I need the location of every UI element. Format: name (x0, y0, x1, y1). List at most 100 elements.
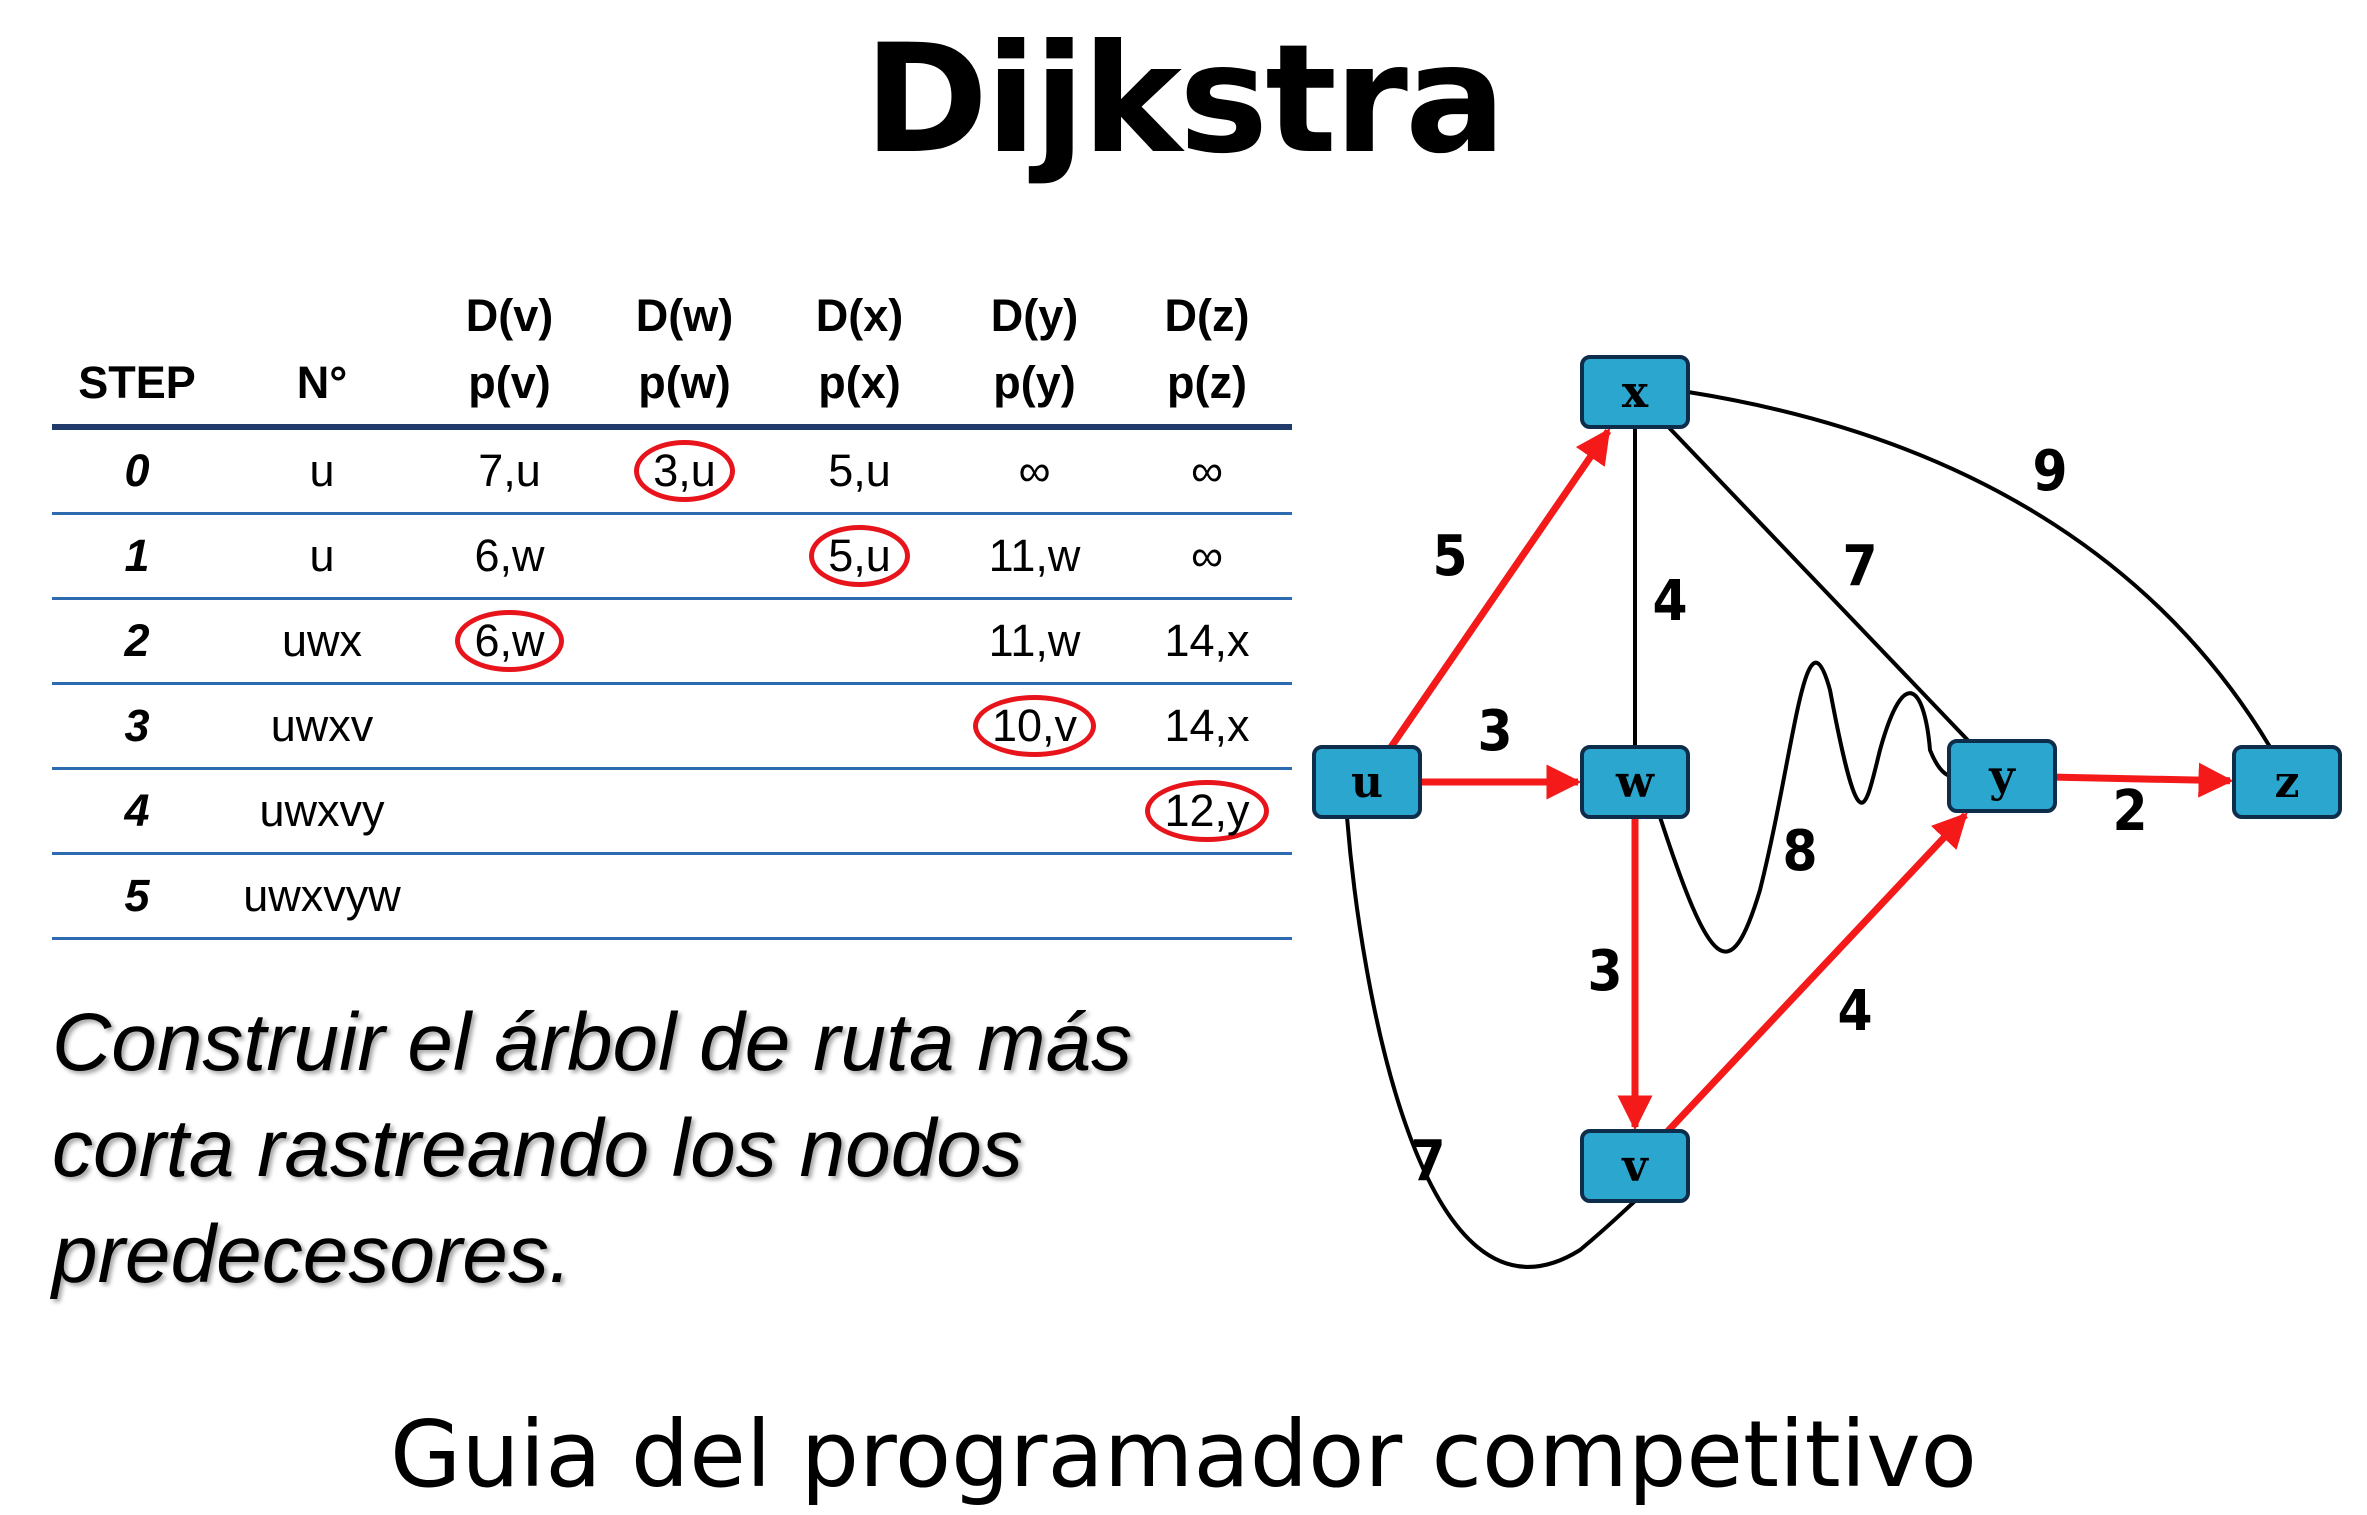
node-label: y (1988, 751, 2016, 802)
distance-cell: 6,w (422, 598, 597, 685)
distance-cell (597, 683, 772, 770)
node-box (1580, 745, 1690, 819)
distance-cell (597, 598, 772, 685)
step-cell: 5 (52, 853, 222, 940)
column-header: N° (222, 342, 422, 430)
node-box (1947, 739, 2057, 813)
node-label: u (1351, 757, 1383, 808)
edge-weight-u-x: 5 (1432, 524, 1467, 589)
node-box (1580, 1129, 1690, 1203)
column-header: p(y) (947, 342, 1122, 430)
distance-cell (772, 598, 947, 685)
node-z: z (2232, 745, 2342, 819)
distance-cell: 3,u (597, 427, 772, 515)
edge-weight-u-w: 3 (1477, 699, 1512, 764)
distance-cell (772, 768, 947, 855)
node-box (2232, 745, 2342, 819)
edge-x-z (1687, 390, 2272, 749)
visited-set-cell: u (222, 513, 422, 600)
distance-cell: 14,x (1122, 683, 1292, 770)
edge-weight-x-y: 7 (1842, 534, 1877, 599)
distance-cell (597, 853, 772, 940)
visited-set-cell: u (222, 427, 422, 515)
node-box (1312, 745, 1422, 819)
distance-cell: 14,x (1122, 598, 1292, 685)
column-header (52, 262, 222, 342)
column-header: p(z) (1122, 342, 1292, 430)
edge-weight-y-z: 2 (2112, 779, 2147, 844)
edge-x-y (1667, 425, 1970, 743)
column-header: D(v) (465, 290, 554, 341)
distance-cell (597, 513, 772, 600)
edge-weight-w-y: 8 (1782, 819, 1817, 884)
node-u: u (1312, 745, 1422, 819)
node-v: v (1580, 1129, 1690, 1203)
edge-y-z-tree (2054, 762, 2234, 798)
distance-cell: 10,v (947, 683, 1122, 770)
edges-layer (1345, 390, 2272, 1269)
column-header: D(y) (990, 290, 1079, 341)
node-label: v (1621, 1141, 1649, 1192)
node-y: y (1947, 739, 2057, 813)
dijkstra-table: D(v) D(w) D(x) D(y) D(z) STEP N° p(v) p(… (52, 262, 1292, 940)
footer-caption: Guia del programador competitivo (390, 1401, 1977, 1508)
step-cell: 4 (52, 768, 222, 855)
column-header: p(v) (422, 342, 597, 430)
edge-w-y (1658, 660, 1960, 954)
distance-cell: ∞ (947, 427, 1122, 515)
selected-minimum: 3,u (634, 440, 735, 502)
distance-cell: 11,w (947, 598, 1122, 685)
column-header: D(z) (1164, 290, 1250, 341)
weights-layer: 5 3 3 4 2 4 7 9 8 7 (1410, 439, 2147, 1194)
step-cell: 2 (52, 598, 222, 685)
edge-u-v (1345, 816, 1637, 1269)
table-header-row-distance: D(v) D(w) D(x) D(y) D(z) (52, 262, 1292, 342)
distance-cell (422, 853, 597, 940)
distance-cell: 12,y (1122, 768, 1292, 855)
visited-set-cell: uwx (222, 598, 422, 685)
distance-cell (597, 768, 772, 855)
edge-weight-x-w: 4 (1652, 569, 1687, 634)
distance-cell: 11,w (947, 513, 1122, 600)
visited-set-cell: uwxvy (222, 768, 422, 855)
edge-weight-w-v: 3 (1587, 939, 1622, 1004)
edge-v-y-tree (1665, 812, 1968, 1134)
distance-cell: 6,w (422, 513, 597, 600)
node-box (1580, 355, 1690, 429)
edge-weight-u-v: 7 (1410, 1129, 1445, 1194)
distance-cell: 5,u (772, 513, 947, 600)
visited-set-cell: uwxv (222, 683, 422, 770)
distance-cell (422, 768, 597, 855)
selected-minimum: 12,y (1145, 780, 1269, 842)
node-w: w (1580, 745, 1690, 819)
distance-cell: 5,u (772, 427, 947, 515)
edge-weight-x-z: 9 (2032, 439, 2067, 504)
step-cell: 0 (52, 427, 222, 515)
nodes-layer: u w x v y z (1312, 355, 2342, 1203)
column-header: D(x) (815, 290, 904, 341)
selected-minimum: 6,w (455, 610, 564, 672)
node-label: x (1622, 367, 1649, 418)
node-x: x (1580, 355, 1690, 429)
node-label: w (1615, 757, 1655, 808)
column-header: STEP (52, 342, 222, 430)
selected-minimum: 10,v (972, 695, 1097, 757)
visited-set-cell: uwxvyw (222, 853, 422, 940)
distance-cell (1122, 853, 1292, 940)
distance-cell (772, 683, 947, 770)
table-header-row-predecessor: STEP N° p(v) p(w) p(x) p(y) p(z) (52, 342, 1292, 430)
distance-cell (947, 853, 1122, 940)
distance-cell: ∞ (1122, 513, 1292, 600)
node-label: z (2275, 757, 2300, 808)
step-cell: 3 (52, 683, 222, 770)
page-title: Dijkstra (863, 13, 1506, 187)
edge-u-x-tree (1388, 428, 1612, 749)
column-header (222, 262, 422, 342)
edge-weight-v-y: 4 (1837, 979, 1872, 1044)
